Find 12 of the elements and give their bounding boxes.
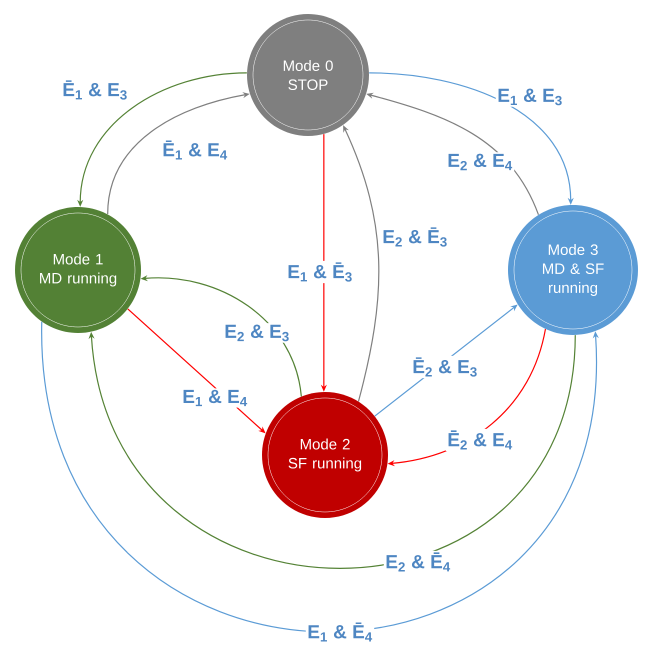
edge-label: E$_{1}$ & E$_{3}$ (496, 87, 564, 107)
edge-label: E$_{2}$ & E$_{3}$ (222, 323, 292, 343)
edge-label: E$_{1}$ & E$_{4}$ (180, 388, 250, 408)
edge-label: E$_{1}$ & Ē$_{4}$ (306, 620, 374, 643)
edge-label: E$_{1}$ & Ē$_{3}$ (286, 260, 354, 284)
edge-label: Ē$_{1}$ & E$_{4}$ (160, 138, 230, 161)
edge-label: Ē$_{2}$ & E$_{3}$ (410, 356, 480, 378)
edge-label: E$_{2}$ & E$_{4}$ (446, 152, 514, 172)
edge-label: E$_{2}$ & Ē$_{4}$ (384, 550, 452, 574)
edge-label: E$_{2}$ & Ē$_{3}$ (380, 226, 450, 248)
edge-label: Ē$_{2}$ & E$_{4}$ (446, 428, 514, 452)
edge-label: Ē$_{1}$ & E$_{3}$ (60, 78, 130, 102)
